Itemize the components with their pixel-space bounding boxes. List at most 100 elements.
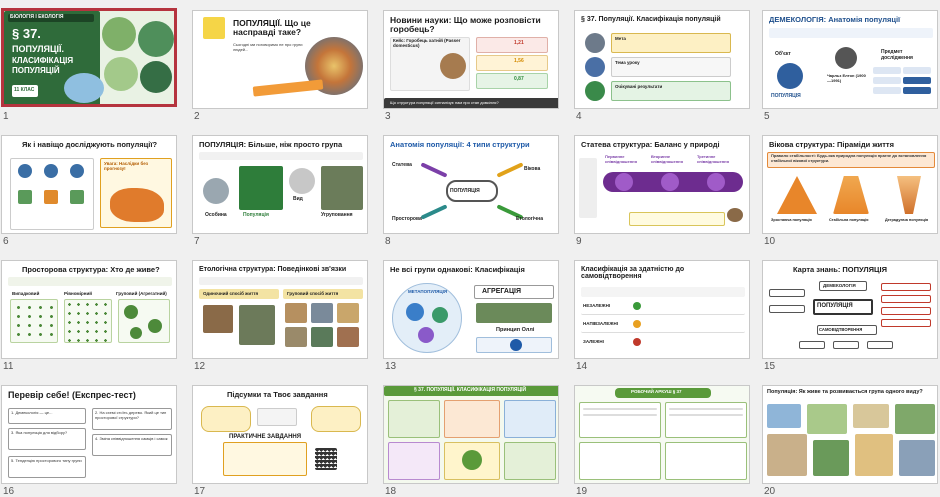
slide-thumbnail-11[interactable]: Просторова структура: Хто де живе? Випад…	[1, 260, 177, 372]
slide8-sex: Статева	[392, 162, 412, 168]
slide2-title: ПОПУЛЯЦІЇ. Що це насправді таке?	[233, 18, 311, 37]
slide14-row-dependent: ЗАЛЕЖНІ	[583, 339, 604, 344]
slide-thumbnail-6[interactable]: Як і навіщо досліджують популяції? Увага…	[1, 135, 177, 247]
slide14-row-independent: НЕЗАЛЕЖНІ	[583, 303, 611, 308]
slide-number: 16	[3, 486, 15, 497]
slide-number: 4	[576, 111, 582, 122]
slide-number: 3	[385, 111, 391, 122]
slide16-q4: 4. Зміна співвідношення самців і самок	[95, 436, 168, 441]
slide-thumbnail-19[interactable]: РОБОЧИЙ АРКУШ § 37 19	[574, 385, 750, 497]
slide19-title: РОБОЧИЙ АРКУШ § 37	[631, 389, 682, 394]
slide-number: 15	[764, 361, 776, 372]
slide4-results: Очікувані результати	[615, 84, 663, 89]
slide17-title: Підсумки та Твоє завдання	[227, 390, 328, 399]
slide-thumbnail-14[interactable]: Класифікація за здатністю до самовідтвор…	[574, 260, 750, 372]
slide9-primary: Первинне співвідношення	[605, 154, 637, 164]
slide3-footer: Що структура популяції сигналізує нам пр…	[390, 100, 499, 105]
slide3-value3: 0,87	[514, 76, 524, 82]
slide13-title: Не всі групи однакові: Класифікація	[390, 265, 525, 274]
slide12-title: Етологічна структура: Поведінкові зв'язк…	[199, 266, 347, 273]
slide-number: 20	[764, 486, 776, 497]
slide-thumbnail-3[interactable]: Новини науки: Що може розповісти горобец…	[383, 10, 559, 122]
slide-number: 7	[194, 236, 200, 247]
slide11-title: Просторова структура: Хто де живе?	[22, 265, 160, 274]
slide5-population: ПОПУЛЯЦІЯ	[771, 93, 801, 99]
slide3-case: Кейс: Горобець хатній (Passer domesticus…	[393, 38, 461, 48]
slide-thumbnail-7[interactable]: ПОПУЛЯЦІЯ: Більше, ніж просто група Особ…	[192, 135, 368, 247]
slide18-title: § 37. ПОПУЛЯЦІЇ. КЛАСИФІКАЦІЯ ПОПУЛЯЦІЙ	[414, 387, 527, 393]
slide7-individual: Особина	[205, 212, 227, 218]
slide8-spatial: Просторова	[392, 216, 422, 222]
slide-number: 18	[385, 486, 397, 497]
slide4-goal: Мета	[615, 36, 626, 41]
slide10-rule: Правило стабільності: Будь-яка природна …	[771, 153, 927, 163]
slide-thumbnail-17[interactable]: Підсумки та Твоє завдання ПРАКТИЧНЕ ЗАВД…	[192, 385, 368, 497]
slide14-row-semi: НАПІВЗАЛЕЖНІ	[583, 321, 618, 326]
slide4-topic: Тема уроку	[615, 60, 640, 65]
slide9-secondary: Вторинне співвідношення	[651, 154, 683, 164]
slide9-title: Статева структура: Баланс у природі	[581, 140, 720, 149]
slide6-callout: Увага: Наслідки без прогнозу!	[104, 161, 148, 171]
slide13-allee: Принцип Оллі	[496, 327, 535, 333]
slide5-title: ДЕМЕКОЛОГІЯ: Анатомія популяції	[769, 15, 901, 24]
slide-thumbnail-9[interactable]: Статева структура: Баланс у природі Перв…	[574, 135, 750, 247]
slide10-title: Вікова структура: Піраміди життя	[769, 140, 894, 149]
slide1-title-line1: ПОПУЛЯЦІЇ.	[12, 44, 65, 54]
slide1-title-line2: КЛАСИФІКАЦІЯ	[12, 56, 74, 65]
slide-thumbnail-20[interactable]: Популяція: Як живе та розвивається група…	[762, 385, 938, 497]
slide-thumbnail-2[interactable]: ПОПУЛЯЦІЇ. Що це насправді таке? Сьогодн…	[192, 10, 368, 122]
slide20-title: Популяція: Як живе та розвивається група…	[767, 389, 923, 395]
slide8-ethological: Етологічна	[516, 216, 543, 222]
slide2-subtitle: Сьогодні ми поговоримо не про групи люде…	[233, 42, 303, 52]
slide-number: 17	[194, 486, 206, 497]
slide3-title: Новини науки: Що може розповісти горобец…	[390, 15, 541, 34]
slide16-title: Перевір себе! (Експрес-тест)	[8, 390, 136, 400]
slide-thumbnail-5[interactable]: ДЕМЕКОЛОГІЯ: Анатомія популяції Об'єкт П…	[762, 10, 938, 122]
slide-thumbnail-13[interactable]: Не всі групи однакові: Класифікація МЕТА…	[383, 260, 559, 372]
slide15-reproduction: САМОВІДТВОРЕННЯ	[819, 327, 863, 332]
slide1-subject: БІОЛОГІЯ І ЕКОЛОГІЯ	[10, 14, 64, 20]
slide6-title: Як і навіщо досліджують популяції?	[22, 140, 158, 149]
slide7-population: Популяція	[243, 212, 269, 218]
slide-number: 10	[764, 236, 776, 247]
slide9-tertiary: Третинне співвідношення	[697, 154, 729, 164]
slide8-age: Вікова	[524, 166, 541, 172]
slide15-demecology: ДЕМЕКОЛОГІЯ	[823, 283, 856, 288]
slide14-title: Класифікація за здатністю до самовідтвор…	[581, 266, 685, 281]
slide16-q1: 1. Демекологія — це...	[11, 410, 53, 415]
slide-number: 9	[576, 236, 582, 247]
slide-thumbnail-12[interactable]: Етологічна структура: Поведінкові зв'язк…	[192, 260, 368, 372]
slide-thumbnail-1[interactable]: БІОЛОГІЯ І ЕКОЛОГІЯ § 37. ПОПУЛЯЦІЇ. КЛА…	[1, 8, 177, 122]
slide-number: 19	[576, 486, 588, 497]
slide-number: 8	[385, 236, 391, 247]
slide7-title: ПОПУЛЯЦІЯ: Більше, ніж просто група	[199, 140, 343, 149]
slide-number: 12	[194, 361, 206, 372]
slide-thumbnail-8[interactable]: Анатомія популяції: 4 типи структури ПОП…	[383, 135, 559, 247]
slide5-elton: Чарльз Елтон (1900—1991)	[827, 73, 866, 83]
slide13-metapopulation: МЕТАПОПУЛЯЦІЯ	[408, 289, 448, 294]
slide10-stable: Стабільна популяція	[829, 218, 869, 222]
slide16-q2: 2. На схемі стоїть дерево. Який це тип п…	[95, 410, 167, 420]
slide-thumbnail-16[interactable]: Перевір себе! (Експрес-тест) 1. Демеколо…	[1, 385, 177, 497]
slide5-object: Об'єкт	[775, 51, 791, 57]
slide12-solitary: Одиночний спосіб життя	[203, 291, 259, 296]
slide-thumbnail-10[interactable]: Вікова структура: Піраміди життя Правило…	[762, 135, 938, 247]
slide-number: 13	[385, 361, 397, 372]
slide13-aggregation: АГРЕГАЦІЯ	[482, 288, 522, 295]
slide-number: 14	[576, 361, 588, 372]
slide16-q3: 3. Яка популяція для відбору?	[11, 430, 68, 435]
slide10-growing: Зростаюча популяція	[771, 218, 812, 222]
slide16-q5: 5. Тенденцію просторового типу групи	[11, 458, 82, 463]
slide4-title: § 37. Популяції. Класифікація популяцій	[581, 16, 721, 23]
slide10-declining: Деградуюча популяція	[885, 218, 929, 222]
slide-number: 6	[3, 236, 9, 247]
slide-thumbnail-18[interactable]: § 37. ПОПУЛЯЦІЇ. КЛАСИФІКАЦІЯ ПОПУЛЯЦІЙ …	[383, 385, 559, 497]
slide-number: 2	[194, 111, 200, 122]
slide-thumbnail-15[interactable]: Карта знань: ПОПУЛЯЦІЯ ДЕМЕКОЛОГІЯ ПОПУЛ…	[762, 260, 938, 372]
slide17-task: ПРАКТИЧНЕ ЗАВДАННЯ	[229, 434, 302, 440]
slide1-grade: 11 КЛАС	[14, 87, 35, 93]
slide-number: 11	[3, 361, 14, 372]
slide11-random: Випадковий	[12, 291, 40, 296]
slide3-value2: 1,56	[514, 58, 524, 64]
slide-thumbnail-4[interactable]: § 37. Популяції. Класифікація популяцій …	[574, 10, 750, 122]
